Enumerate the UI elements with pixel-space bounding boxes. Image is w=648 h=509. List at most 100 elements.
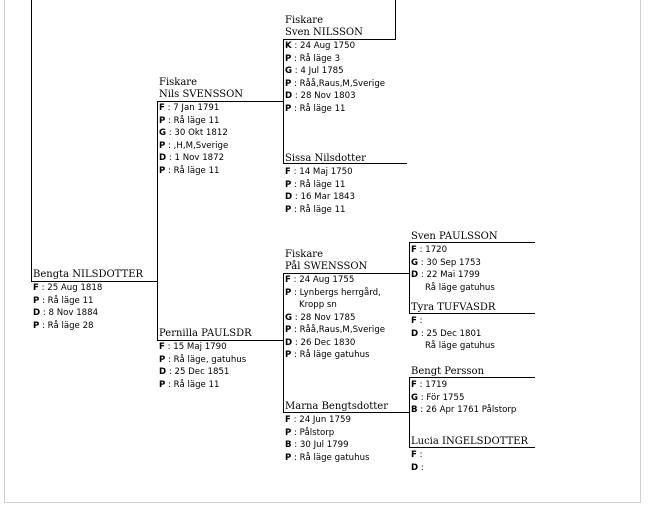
person-name: Lucia INGELSDOTTER <box>411 436 529 447</box>
fact-key: P <box>159 140 166 151</box>
fact-value: 24 Jun 1759 <box>299 415 351 425</box>
fact-value: Rå läge gatuhus <box>299 452 370 463</box>
fact-value: Rå läge 11 <box>173 115 220 126</box>
person-name: Sven NILSSON <box>285 27 363 38</box>
fact-value: Råå,Raus,M,Sverige <box>299 325 386 335</box>
fact-row: P : Pålstorp <box>285 427 335 438</box>
fact-row: D : 22 Mai 1799 <box>411 270 480 280</box>
fact-key: F <box>285 415 291 425</box>
fact-value: 24 Aug 1750 <box>300 41 356 51</box>
fact-value: Rå läge, gatuhus <box>173 354 247 365</box>
fact-key: P <box>285 350 292 360</box>
fact-row: F : <box>411 450 423 460</box>
fact-key: B <box>411 405 418 415</box>
connector-lucia-underline <box>409 447 535 448</box>
person-name: Marna Bengtsdotter <box>285 401 388 412</box>
fact-value: 16 Mar 1843 <box>300 192 355 202</box>
fact-value: 28 Nov 1803 <box>300 91 356 101</box>
fact-row: F : 15 Maj 1790 <box>159 342 227 352</box>
occupation-label: Fiskare <box>285 249 323 260</box>
person-name: Nils SVENSSON <box>159 89 244 100</box>
connector-sven-nilsson-up <box>395 0 396 40</box>
fact-row: P : Rå läge 11 <box>285 103 346 114</box>
fact-key: D <box>285 337 293 348</box>
fact-key: D <box>285 192 293 202</box>
fact-row: D : 28 Nov 1803 <box>285 91 356 101</box>
fact-row: P : Rå läge 11 <box>285 204 346 215</box>
fact-row: G : 28 Nov 1785 <box>285 312 356 323</box>
connector-bengt-underline <box>409 377 535 378</box>
person-pernilla-paulsdr[interactable]: Pernilla PAULSDR F : 15 Maj 1790 P : Rå lä… <box>159 328 252 391</box>
fact-row: B : 26 Apr 1761 Pålstorp <box>411 405 517 415</box>
fact-row: F : <box>411 316 423 326</box>
fact-key: D <box>285 91 293 101</box>
connector-marna-parents <box>409 377 410 448</box>
connector-pal-underline <box>283 273 410 274</box>
fact-value: Lynbergs herrgård, <box>299 287 381 298</box>
person-name: Bengta NILSDOTTER <box>33 269 144 280</box>
fact-key: F <box>159 342 165 352</box>
fact-key: F <box>411 380 417 390</box>
fact-value: 24 Aug 1755 <box>299 275 355 285</box>
person-name: Pål SWENSSON <box>285 261 368 272</box>
fact-value: ,H,M,Sverige <box>173 140 229 151</box>
fact-key: F <box>285 167 291 177</box>
fact-row: P : Rå läge 11 <box>159 379 220 390</box>
fact-row: P : Råå,Raus,M,Sverige <box>285 325 386 335</box>
fact-value: Kropp sn <box>299 300 337 310</box>
fact-value: 30 Okt 1812 <box>174 128 228 138</box>
fact-value: 8 Nov 1884 <box>48 308 99 318</box>
fact-row: P : Rå läge gatuhus <box>285 350 370 360</box>
fact-key: P <box>33 295 40 306</box>
fact-value: Rå läge gatuhus <box>425 282 495 293</box>
connector-sven-nilsson-underline <box>283 39 395 40</box>
connector-tyra-underline <box>409 313 535 314</box>
fact-row: G : 4 Jul 1785 <box>285 66 344 76</box>
fact-value: 22 Mai 1799 <box>426 270 480 280</box>
fact-value: Rå läge 11 <box>299 179 346 190</box>
fact-value: 30 Sep 1753 <box>426 257 481 268</box>
fact-key: G <box>411 257 419 268</box>
fact-value: 25 Aug 1818 <box>47 283 103 293</box>
fact-value: 1720 <box>425 245 448 255</box>
fact-value: 7 Jan 1791 <box>173 103 220 113</box>
fact-row: D : 16 Mar 1843 <box>285 192 355 202</box>
fact-key: F <box>411 245 417 255</box>
fact-value: 30 Jul 1799 <box>299 440 349 450</box>
fact-row: Rå läge gatuhus <box>411 282 498 295</box>
fact-row: P : Rå läge 28 <box>33 320 94 331</box>
fact-row: D : 25 Dec 1851 <box>159 367 230 377</box>
fact-value: För 1755 <box>426 392 465 403</box>
fact-row: P : Rå läge 3 <box>285 53 341 64</box>
fact-value: Rå läge 11 <box>173 165 220 176</box>
person-name: Tyra TUFVASDR <box>411 302 496 313</box>
fact-key: F <box>159 103 165 113</box>
fact-row: D : 25 Dec 1801 <box>411 328 482 339</box>
fact-row: F : 1720 <box>411 245 448 255</box>
connector-bengta-underline <box>31 281 158 282</box>
fact-key: P <box>285 53 292 64</box>
fact-value: 1719 <box>425 380 448 390</box>
fact-value: Rå läge 11 <box>173 379 220 390</box>
fact-row: D : 8 Nov 1884 <box>33 308 99 318</box>
fact-value: 26 Apr 1761 Pålstorp <box>425 405 517 415</box>
fact-key: B <box>285 440 292 450</box>
fact-value: Rå läge 3 <box>299 53 341 64</box>
connector-nils-parents <box>283 39 284 163</box>
fact-key: P <box>285 427 292 438</box>
chart-frame <box>4 0 641 503</box>
fact-value: Rå läge gatuhus <box>299 350 370 360</box>
fact-key: P <box>285 452 292 463</box>
person-name: Pernilla PAULSDR <box>159 328 252 339</box>
fact-value: 1 Nov 1872 <box>174 153 225 163</box>
